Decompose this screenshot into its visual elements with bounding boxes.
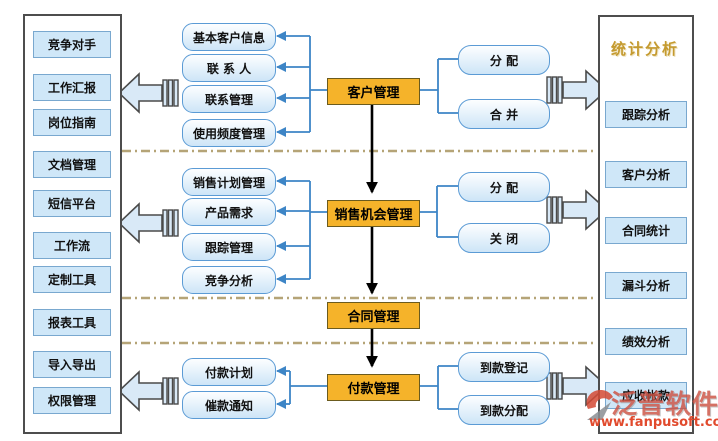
node-contacts: 联 系 人: [182, 54, 276, 82]
node-product-demand: 产品需求: [182, 198, 276, 226]
node-payment-plan: 付款计划: [182, 358, 276, 386]
node-payment-mgmt: 付款管理: [327, 374, 420, 401]
node-assign-2: 分 配: [458, 172, 550, 202]
node-assign-1: 分 配: [458, 45, 550, 75]
watermark-url: www.fanpusoft.com: [589, 415, 718, 430]
node-contract-mgmt: 合同管理: [327, 302, 420, 329]
watermark: 泛普软件 www.fanpusoft.com: [583, 388, 718, 441]
node-sales-opportunity-mgmt: 销售机会管理: [327, 200, 420, 227]
big-arrow-left-3: [118, 371, 179, 411]
node-funnel-analysis: 漏斗分析: [605, 272, 687, 299]
node-tracking-analysis: 跟踪分析: [605, 101, 687, 128]
node-job-guide: 岗位指南: [33, 109, 111, 136]
node-sales-plan-mgmt: 销售计划管理: [182, 168, 276, 196]
statistics-panel-title: 统计分析: [610, 40, 679, 58]
node-receipt-register: 到款登记: [458, 352, 550, 382]
node-tracking-mgmt: 跟踪管理: [182, 233, 276, 261]
node-payment-reminder: 催款通知: [182, 391, 276, 419]
big-arrow-left-2: [118, 203, 179, 243]
node-custom-tools: 定制工具: [33, 266, 111, 293]
node-permission-mgmt: 权限管理: [33, 387, 111, 414]
node-merge: 合 并: [458, 99, 550, 129]
big-arrow-left-1: [118, 73, 179, 113]
node-work-report: 工作汇报: [33, 74, 111, 101]
node-usage-frequency: 使用频度管理: [182, 119, 276, 147]
node-customer-mgmt: 客户管理: [327, 78, 420, 105]
node-sms-platform: 短信平台: [33, 190, 111, 217]
node-workflow: 工作流: [33, 232, 111, 259]
watermark-brand: 泛普软件: [611, 390, 718, 420]
node-competitors: 竞争对手: [33, 31, 111, 58]
node-report-tools: 报表工具: [33, 309, 111, 336]
node-contact-mgmt: 联系管理: [182, 85, 276, 113]
node-import-export: 导入导出: [33, 351, 111, 378]
node-receipt-allocate: 到款分配: [458, 395, 550, 425]
node-close: 关 闭: [458, 223, 550, 253]
node-document-mgmt: 文档管理: [33, 151, 111, 178]
node-performance-analysis: 绩效分析: [605, 328, 687, 355]
node-competition-analysis: 竞争分析: [182, 266, 276, 294]
node-customer-analysis: 客户分析: [605, 161, 687, 188]
node-contract-statistics: 合同统计: [605, 217, 687, 244]
node-basic-customer-info: 基本客户信息: [182, 23, 276, 51]
